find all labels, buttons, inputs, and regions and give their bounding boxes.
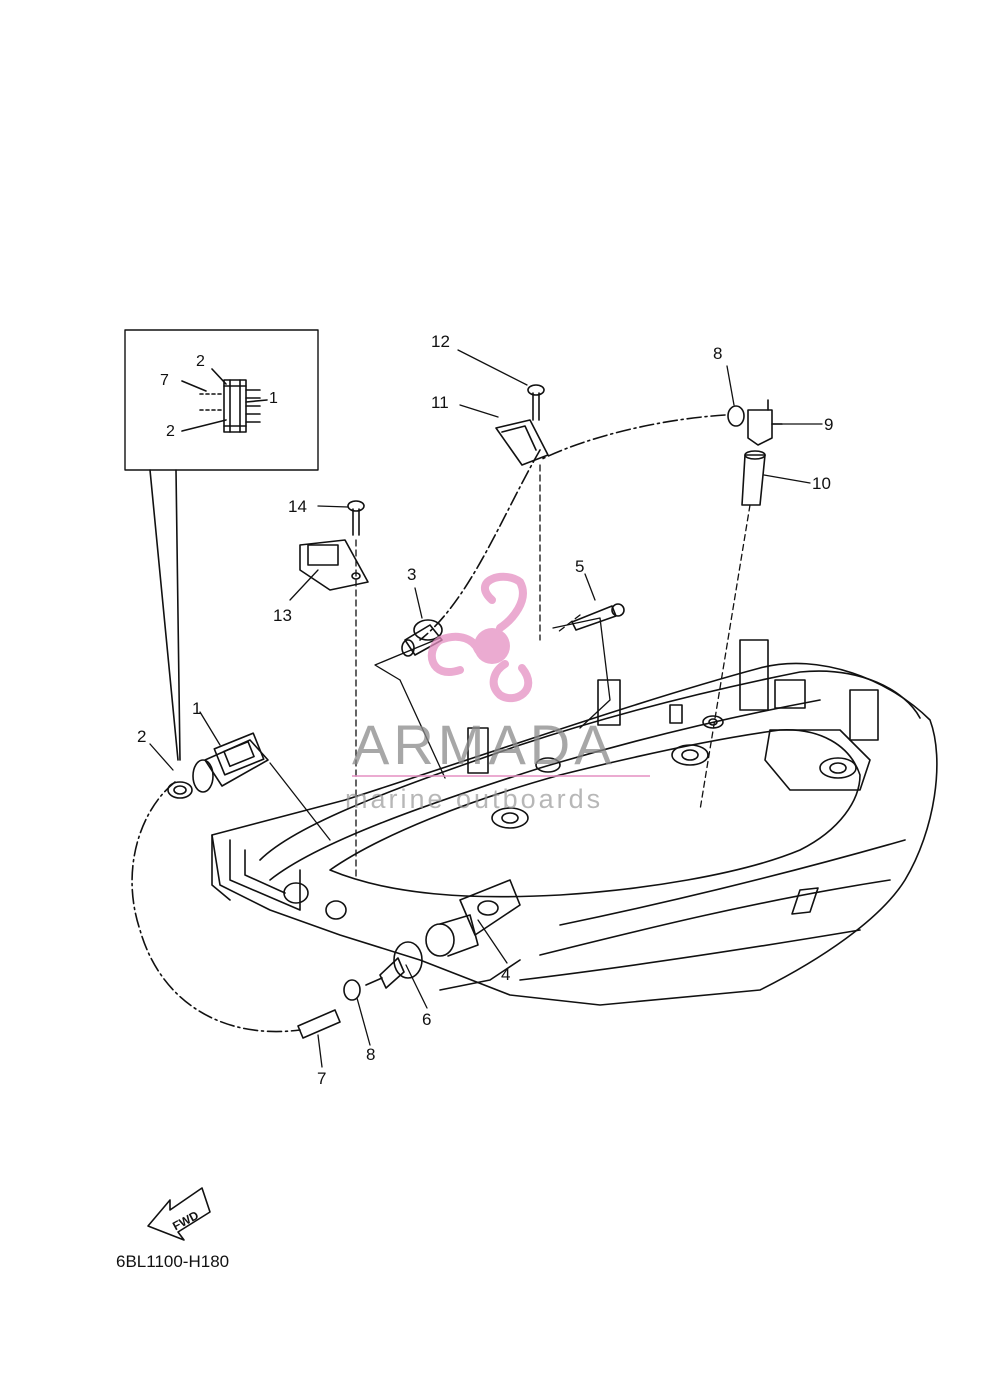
callout-6: 6	[422, 1010, 432, 1029]
plug-part-4	[425, 879, 521, 957]
callout-13: 13	[273, 606, 292, 625]
callout-4: 4	[501, 965, 511, 984]
inset-callout-7: 7	[160, 372, 169, 389]
bottom-cowling	[211, 639, 938, 1006]
callout-14: 14	[288, 497, 307, 516]
propeller-logo-icon	[352, 572, 650, 777]
holder-part-13	[299, 539, 369, 591]
callout-5: 5	[575, 557, 585, 576]
callout-9: 9	[824, 415, 834, 434]
watermark-title: ARMADA	[352, 713, 616, 776]
callout-8-bottom: 8	[366, 1045, 376, 1064]
grommet-part-1	[192, 732, 269, 793]
joint-part-9	[747, 399, 783, 446]
assembly-lines	[355, 464, 751, 881]
hose-part-10	[741, 450, 766, 506]
callout-2: 2	[137, 727, 147, 746]
inset-detail-box	[124, 329, 319, 761]
callout-1: 1	[192, 699, 202, 718]
clip-part-2	[167, 781, 193, 799]
callout-10: 10	[812, 474, 831, 493]
bolt-part-12	[527, 384, 545, 421]
bracket-part-11	[495, 419, 549, 466]
callout-12: 12	[431, 332, 450, 351]
screw-part-5	[571, 603, 625, 631]
watermark-subtitle: marine outboards	[345, 784, 604, 814]
inset-callout-1: 1	[269, 390, 278, 407]
inset-callout-2-top: 2	[196, 353, 205, 370]
hose-part-7	[297, 1009, 341, 1039]
callout-7: 7	[317, 1069, 327, 1088]
part-code: 6BL1100-H180	[116, 1252, 230, 1271]
callout-8-top: 8	[713, 344, 723, 363]
forward-arrow-text: FWD	[170, 1208, 201, 1233]
forward-arrow-icon	[147, 1187, 211, 1241]
bolt-part-14	[347, 500, 365, 536]
clamp-part-8	[343, 405, 745, 1001]
leader-lines	[149, 349, 823, 1068]
callout-3: 3	[407, 565, 417, 584]
nipple-part-6	[365, 941, 423, 989]
callout-11: 11	[431, 393, 449, 412]
inset-callout-2-bottom: 2	[166, 423, 175, 440]
